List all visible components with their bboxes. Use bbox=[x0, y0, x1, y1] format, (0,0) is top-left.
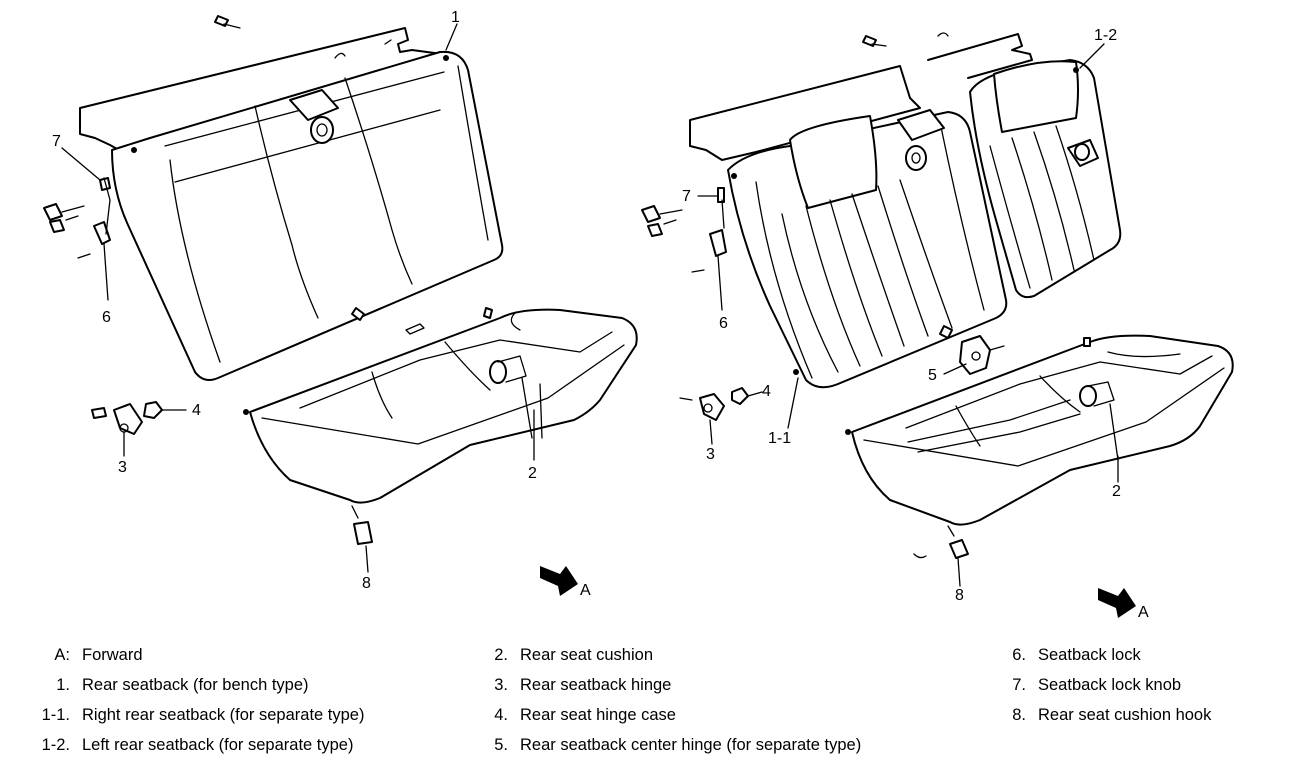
seatback-lock-knob-7-right bbox=[717, 187, 725, 203]
rear-seatback-hinge-3-left bbox=[113, 403, 143, 435]
seat-assembly-diagram: 1 7 6 4 3 2 8 A bbox=[43, 9, 1234, 621]
separate-seat-cushion-2 bbox=[851, 334, 1234, 526]
legend-key: 2. bbox=[494, 646, 508, 664]
bench-seat-cushion-2 bbox=[249, 308, 638, 504]
legend-text: Right rear seatback (for separate type) bbox=[82, 706, 365, 724]
right-seatback-1-1 bbox=[727, 111, 1008, 389]
callout-7-right: 7 bbox=[682, 188, 691, 205]
callout-6-right: 6 bbox=[719, 315, 728, 332]
cushion-hook-8-right bbox=[949, 539, 969, 559]
seatback-lock-6-left bbox=[93, 221, 111, 245]
bench-seat-assembly: 1 7 6 4 3 2 8 A bbox=[43, 9, 638, 599]
seatback-lock-6-right bbox=[709, 229, 727, 257]
legend-text: Seatback lock knob bbox=[1038, 676, 1182, 694]
legend-key: 4. bbox=[494, 706, 508, 724]
legend-text: Rear seat hinge case bbox=[520, 706, 676, 724]
legend-key: 1-2. bbox=[41, 736, 70, 754]
forward-arrow-left bbox=[540, 566, 578, 596]
cushion-hook-8-left bbox=[353, 521, 373, 545]
lock-parts-right bbox=[641, 205, 661, 223]
rear-seat-hinge-case-4-right bbox=[731, 387, 749, 405]
rear-seat-hinge-case-4-left bbox=[143, 401, 163, 419]
callout-4-right: 4 bbox=[762, 383, 771, 400]
callout-8-right: 8 bbox=[955, 587, 964, 604]
callout-8-left: 8 bbox=[362, 575, 371, 592]
callout-1-2: 1-2 bbox=[1094, 27, 1117, 44]
forward-arrow-right bbox=[1098, 588, 1136, 618]
legend-text: Left rear seatback (for separate type) bbox=[82, 736, 354, 754]
legend-key: 7. bbox=[1012, 676, 1026, 694]
separate-seat-assembly: 1-2 7 6 5 4 3 1-1 2 8 A bbox=[641, 27, 1234, 621]
belt-guide-left bbox=[289, 89, 339, 121]
callout-2-right: 2 bbox=[1112, 483, 1121, 500]
callout-7-left: 7 bbox=[52, 133, 61, 150]
legend-key: A: bbox=[54, 646, 70, 664]
legend-key: 1. bbox=[56, 676, 70, 694]
callout-2-left: 2 bbox=[528, 465, 537, 482]
callout-4-left: 4 bbox=[192, 402, 201, 419]
legend-text: Rear seatback center hinge (for separate… bbox=[520, 736, 862, 754]
seatback-frame-panel-right bbox=[689, 65, 921, 161]
legend-text: Rear seat cushion bbox=[520, 646, 653, 664]
legend-key: 6. bbox=[1012, 646, 1026, 664]
callout-5: 5 bbox=[928, 367, 937, 384]
legend-key: 1-1. bbox=[41, 706, 70, 724]
legend-key: 8. bbox=[1012, 706, 1026, 724]
legend-text: Rear seatback (for bench type) bbox=[82, 676, 309, 694]
callout-6-left: 6 bbox=[102, 309, 111, 326]
legend-text: Rear seat cushion hook bbox=[1038, 706, 1212, 724]
callout-A-left: A bbox=[580, 582, 591, 599]
callout-3-right: 3 bbox=[706, 446, 715, 463]
callout-A-right: A bbox=[1138, 604, 1149, 621]
legend-text: Rear seatback hinge bbox=[520, 676, 672, 694]
lock-parts-left bbox=[43, 203, 63, 221]
center-hinge-5 bbox=[959, 335, 991, 375]
parts-legend: A: Forward 1. Rear seatback (for bench t… bbox=[0, 640, 1312, 760]
legend-text: Seatback lock bbox=[1038, 646, 1141, 664]
legend-key: 5. bbox=[494, 736, 508, 754]
legend-key: 3. bbox=[494, 676, 508, 694]
callout-3-left: 3 bbox=[118, 459, 127, 476]
callout-1: 1 bbox=[451, 9, 460, 26]
screw-top-left bbox=[214, 15, 229, 27]
legend-text: Forward bbox=[82, 646, 143, 664]
callout-1-1: 1-1 bbox=[768, 430, 791, 447]
